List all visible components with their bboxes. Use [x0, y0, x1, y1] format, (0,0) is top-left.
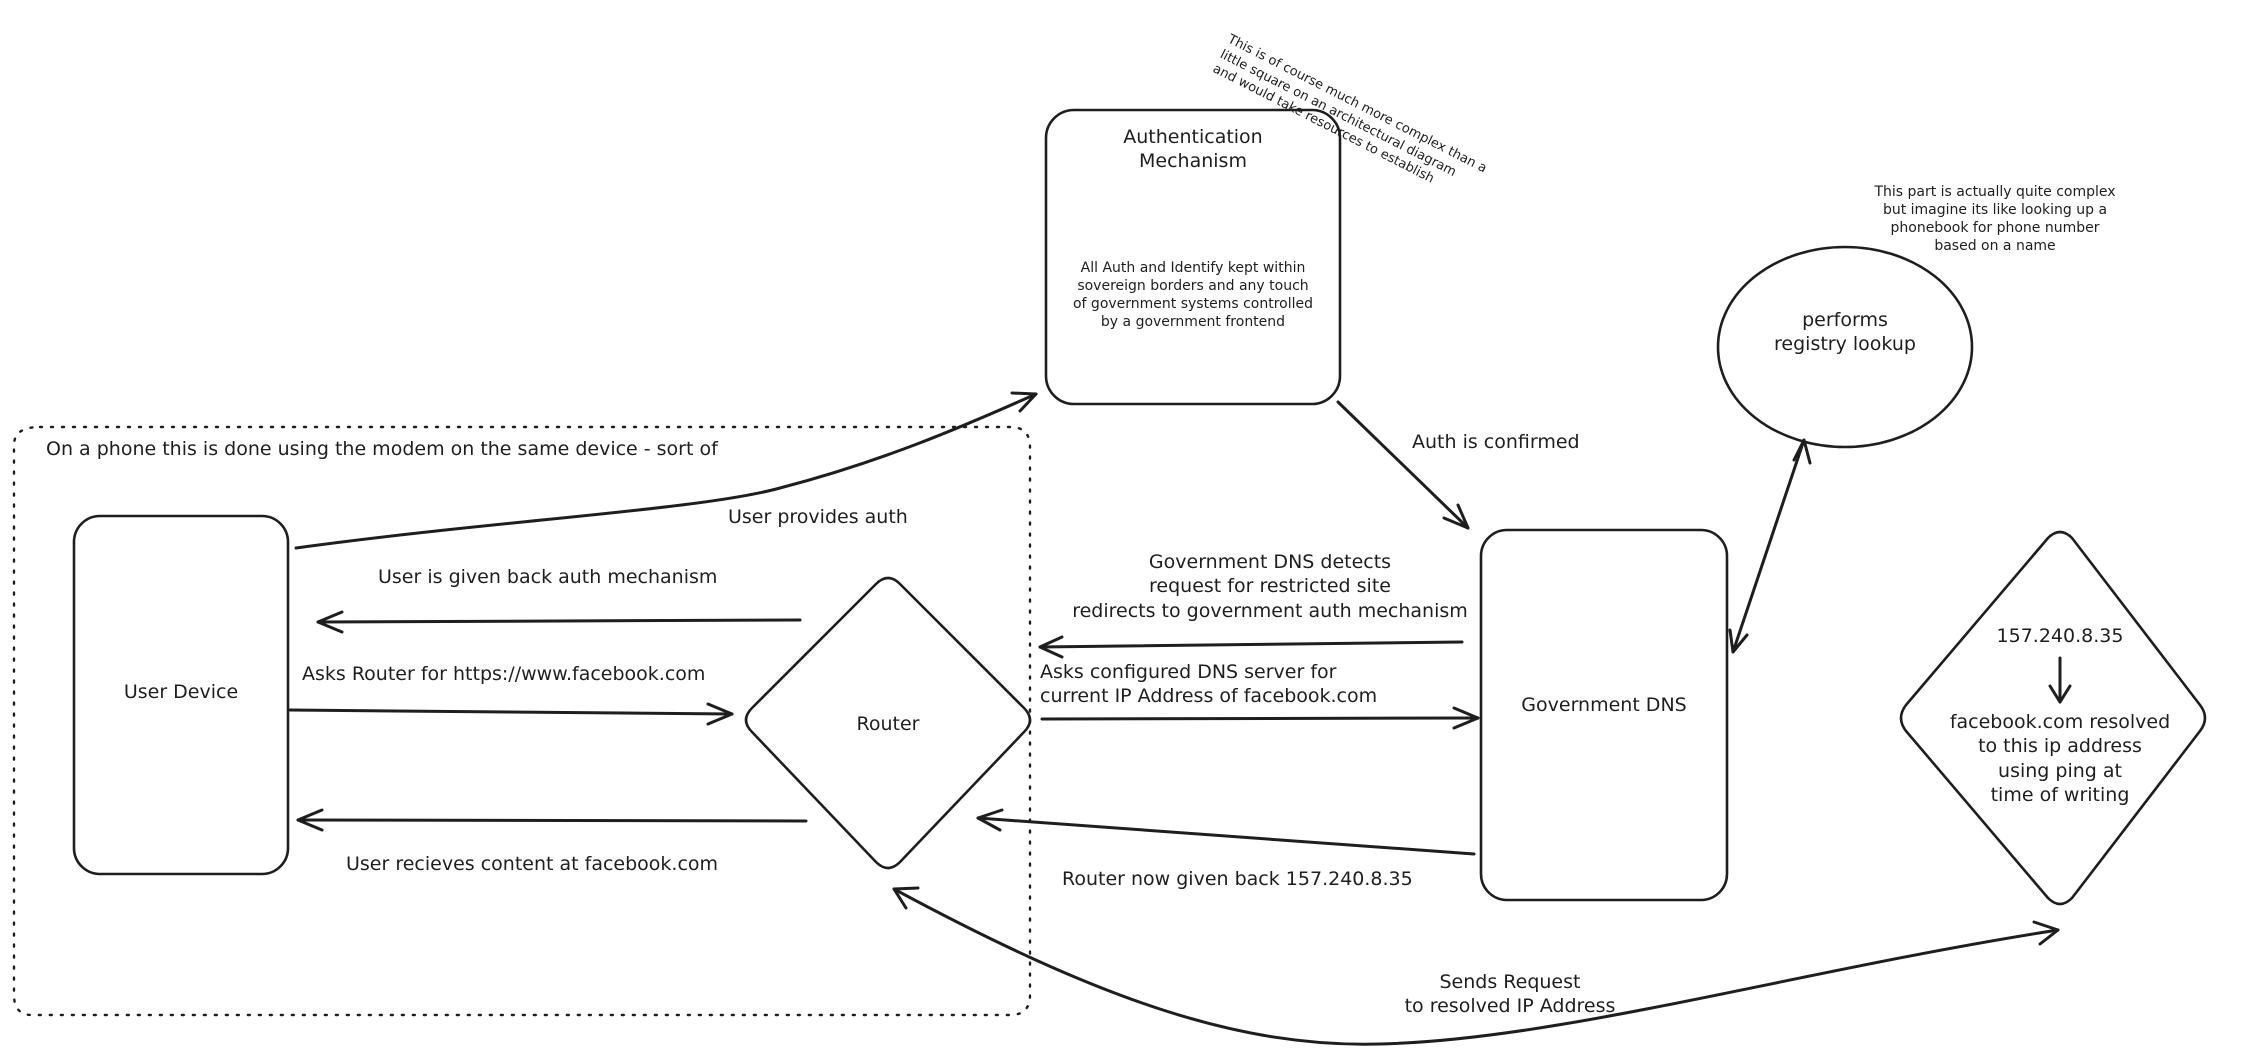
- router-label: Router: [856, 713, 920, 735]
- edge-label-asks-dns: Asks configured DNS server for current I…: [1040, 661, 1378, 708]
- device-group-boundary: [12, 425, 1032, 1017]
- arrowhead-asks-dns: [1452, 706, 1480, 730]
- edge-user-receives[interactable]: [296, 818, 808, 823]
- edge-label-dns-redirects: Government DNS detects request for restr…: [1072, 551, 1468, 622]
- edge-label-user-given-auth: User is given back auth mechanism: [378, 566, 718, 588]
- arrowhead-router-given-ip: [976, 808, 1004, 832]
- arrowhead-user-given-auth: [316, 610, 344, 634]
- edge-asks-dns[interactable]: [1040, 716, 1480, 721]
- edge-user-provides-auth[interactable]: [294, 392, 1038, 550]
- registry-lookup-label: performs registry lookup: [1774, 309, 1916, 356]
- edge-label-router-given-ip: Router now given back 157.240.8.35: [1062, 868, 1413, 890]
- arrowhead-sends-request-router: [892, 886, 920, 910]
- resolved-ip-description: facebook.com resolved to this ip address…: [1949, 711, 2171, 806]
- edge-registry-link[interactable]: [1731, 438, 1806, 654]
- edge-label-sends-request: Sends Request to resolved IP Address: [1404, 971, 1616, 1018]
- edge-label-asks-router: Asks Router for https://www.facebook.com: [302, 663, 706, 685]
- edge-dns-redirects[interactable]: [1038, 640, 1464, 649]
- edge-label-user-receives: User recieves content at facebook.com: [346, 853, 719, 875]
- edge-label-auth-confirmed: Auth is confirmed: [1412, 431, 1580, 453]
- arrowhead-user-receives: [296, 808, 324, 832]
- government-dns-node[interactable]: [1479, 528, 1729, 902]
- auth-mechanism-title: Authentication Mechanism: [1123, 126, 1263, 173]
- router-node[interactable]: [744, 576, 1032, 870]
- user-device-label: User Device: [123, 681, 239, 703]
- arrowhead-sends-request: [2032, 920, 2060, 946]
- arrowhead-registry-to-dns: [1728, 628, 1749, 654]
- arrowhead-registry-to-ellipse: [1792, 438, 1812, 465]
- arrowhead-user-provides-auth: [1010, 391, 1038, 413]
- user-device-node[interactable]: [72, 514, 290, 876]
- registry-lookup-node[interactable]: [1716, 245, 1974, 449]
- device-group-label: On a phone this is done using the modem …: [46, 438, 718, 460]
- edge-label-user-provides-auth: User provides auth: [728, 506, 908, 528]
- edge-user-given-auth[interactable]: [316, 618, 802, 624]
- arrowhead-dns-redirects: [1038, 635, 1064, 659]
- arrowhead-auth-confirmed: [1442, 503, 1470, 530]
- resolved-ip-node[interactable]: [1899, 530, 2207, 906]
- arrowhead-asks-router: [706, 702, 734, 726]
- edge-router-given-ip[interactable]: [976, 816, 1476, 856]
- edge-asks-router[interactable]: [288, 708, 734, 716]
- government-dns-label: Government DNS: [1521, 694, 1687, 716]
- registry-note: This part is actually quite complex but …: [1874, 184, 2116, 254]
- edge-sends-request[interactable]: [892, 887, 2060, 1046]
- resolved-ip-address: 157.240.8.35: [1996, 625, 2124, 647]
- edge-auth-confirmed[interactable]: [1336, 400, 1470, 530]
- ip-resolution-arrowhead: [2048, 684, 2072, 704]
- auth-mechanism-description: All Auth and Identify kept within sovere…: [1072, 260, 1314, 330]
- auth-mechanism-node[interactable]: [1044, 108, 1342, 406]
